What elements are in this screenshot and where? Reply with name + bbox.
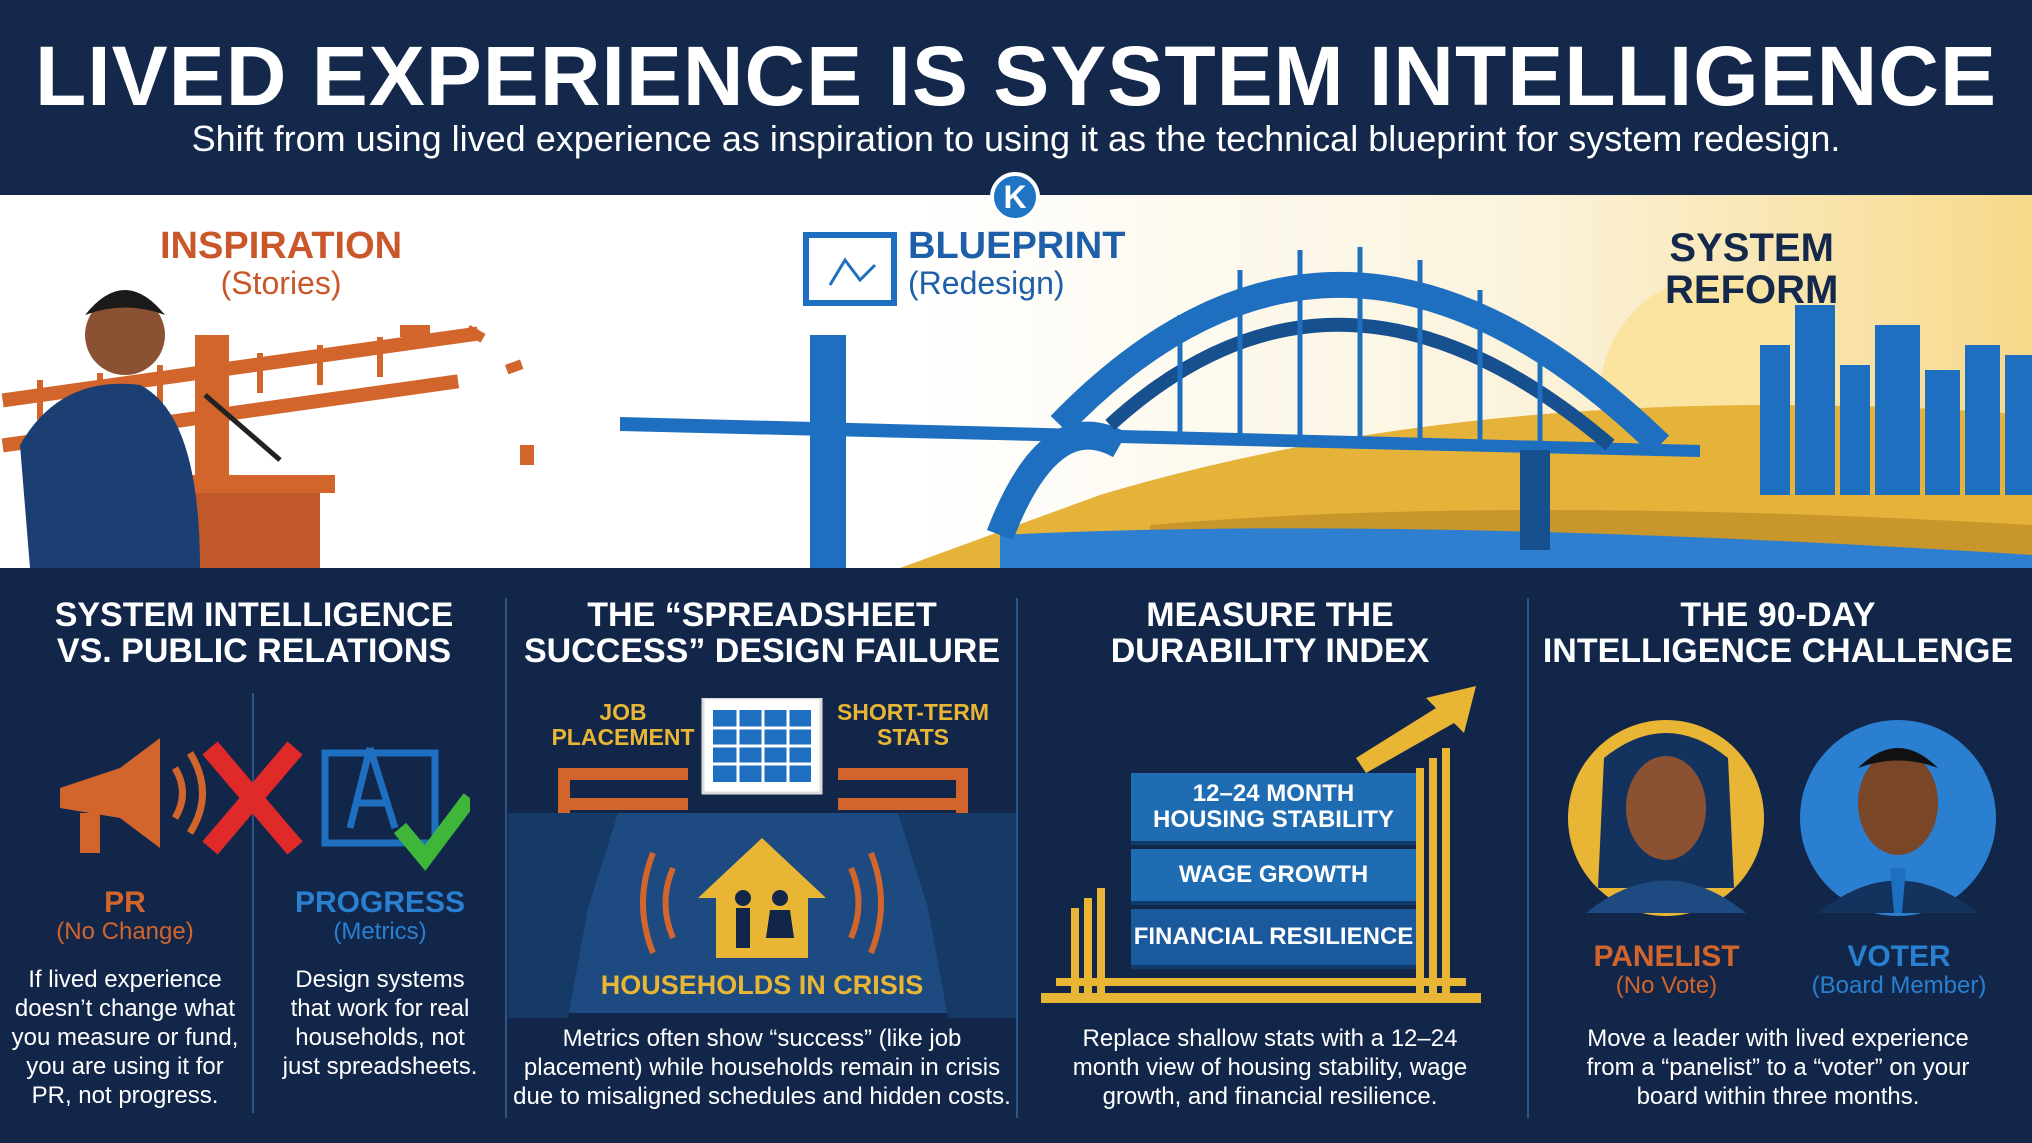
broken-bridge-right — [838, 768, 968, 813]
checkmark-icon — [393, 793, 470, 871]
arrow-up-icon — [1356, 686, 1476, 773]
pillar-left — [1071, 888, 1105, 993]
icons-row — [60, 738, 470, 871]
divider — [1016, 598, 1018, 1118]
growth-chart-illustration — [1041, 686, 1481, 1003]
reform-line2: REFORM — [1665, 268, 1839, 312]
spreadsheet-icon — [701, 698, 823, 795]
reform-line1: SYSTEM — [1669, 226, 1834, 270]
page-subtitle: Shift from using lived experience as ins… — [191, 118, 1841, 159]
alarm-waves-icon — [640, 851, 884, 955]
broken-bridge-left — [558, 768, 688, 813]
x-mark-icon — [202, 741, 303, 855]
inspiration-sub: (Stories) — [220, 264, 342, 301]
river — [1000, 528, 2032, 568]
inspiration-title: INSPIRATION — [160, 225, 403, 267]
bridge-illustration — [1, 232, 2032, 568]
voter-avatar — [1800, 720, 1996, 916]
pillar-right — [1416, 748, 1450, 993]
logo: K — [990, 172, 1040, 222]
blueprint-title: BLUEPRINT — [908, 225, 1126, 267]
blueprint-sub: (Redesign) — [908, 264, 1065, 301]
pr-label: PR(No Change) — [56, 886, 194, 945]
voter-label: VOTER(Board Member) — [1811, 940, 1987, 999]
hero-banner: INSPIRATION (Stories) BLUEPRINT (Redesig… — [0, 195, 2032, 568]
header: LIVED EXPERIENCE IS SYSTEM INTELLIGENCE … — [0, 0, 2032, 195]
panelist-label: PANELIST(No Vote) — [1593, 940, 1740, 999]
microphone-icon — [203, 393, 282, 462]
blueprint-icon — [321, 746, 439, 847]
chasm-illustration — [508, 698, 1016, 1018]
inspiration-label: INSPIRATION (Stories) — [160, 225, 403, 301]
house-family-icon — [698, 838, 826, 958]
households-in-crisis-label: HOUSEHOLDS IN CRISIS — [600, 970, 924, 1000]
speaker — [20, 383, 200, 568]
blueprint-label: BLUEPRINT (Redesign) — [908, 225, 1126, 301]
progress-label: PROGRESS(Metrics) — [294, 886, 466, 945]
portraits — [1568, 720, 1996, 916]
city-skyline-icon — [1760, 305, 2032, 495]
block-wage-growth: WAGE GROWTH — [1131, 849, 1416, 905]
divider — [1527, 598, 1529, 1118]
divider — [505, 598, 507, 1118]
page-title: LIVED EXPERIENCE IS SYSTEM INTELLIGENCE — [35, 29, 1997, 123]
block-financial-resilience: FINANCIAL RESILIENCE — [1131, 909, 1416, 969]
megaphone-icon — [60, 738, 206, 853]
panelist-avatar — [1568, 720, 1764, 916]
divider — [252, 693, 254, 1113]
system-reform-label: SYSTEM REFORM — [1665, 227, 1838, 311]
blueprint-bridge — [620, 417, 1700, 457]
